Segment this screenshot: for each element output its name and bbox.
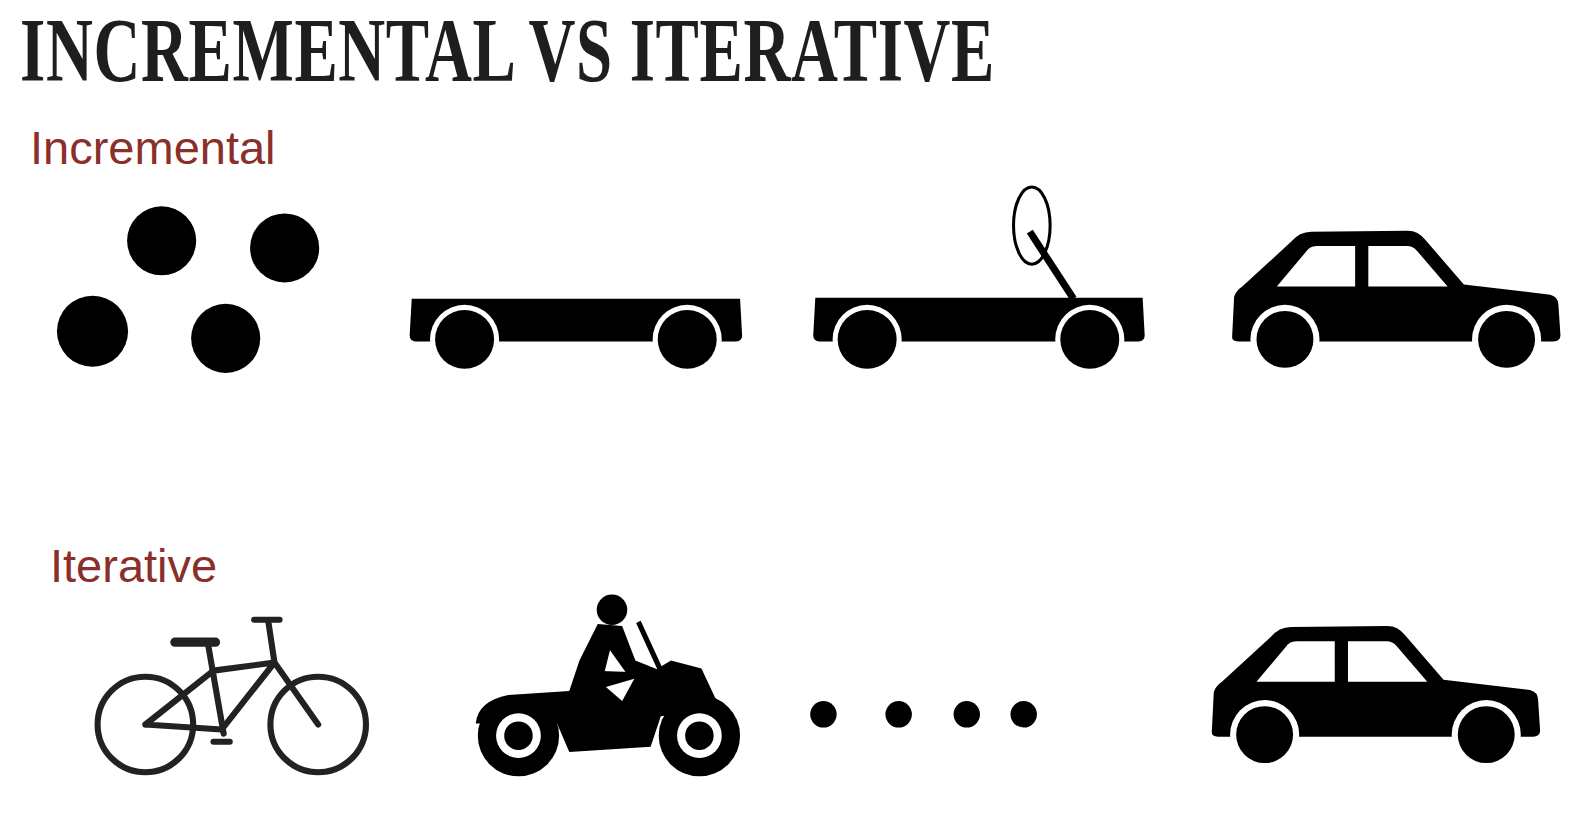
car [1232,231,1560,374]
chassis [410,299,742,374]
row-label: Iterative [50,540,217,592]
title-holder: INCREMENTAL VS ITERATIVE [20,4,1594,116]
row-label-holder: Incremental [30,122,276,174]
chassis-steering [813,187,1144,374]
title: INCREMENTAL VS ITERATIVE [20,4,995,96]
row-label: Incremental [30,122,276,174]
motorcycle [476,594,740,776]
loose-wheels [57,206,319,373]
bicycle [98,620,366,772]
car [1212,626,1540,769]
ellipsis-dots [810,701,1037,727]
row-label-holder: Iterative [50,540,217,592]
